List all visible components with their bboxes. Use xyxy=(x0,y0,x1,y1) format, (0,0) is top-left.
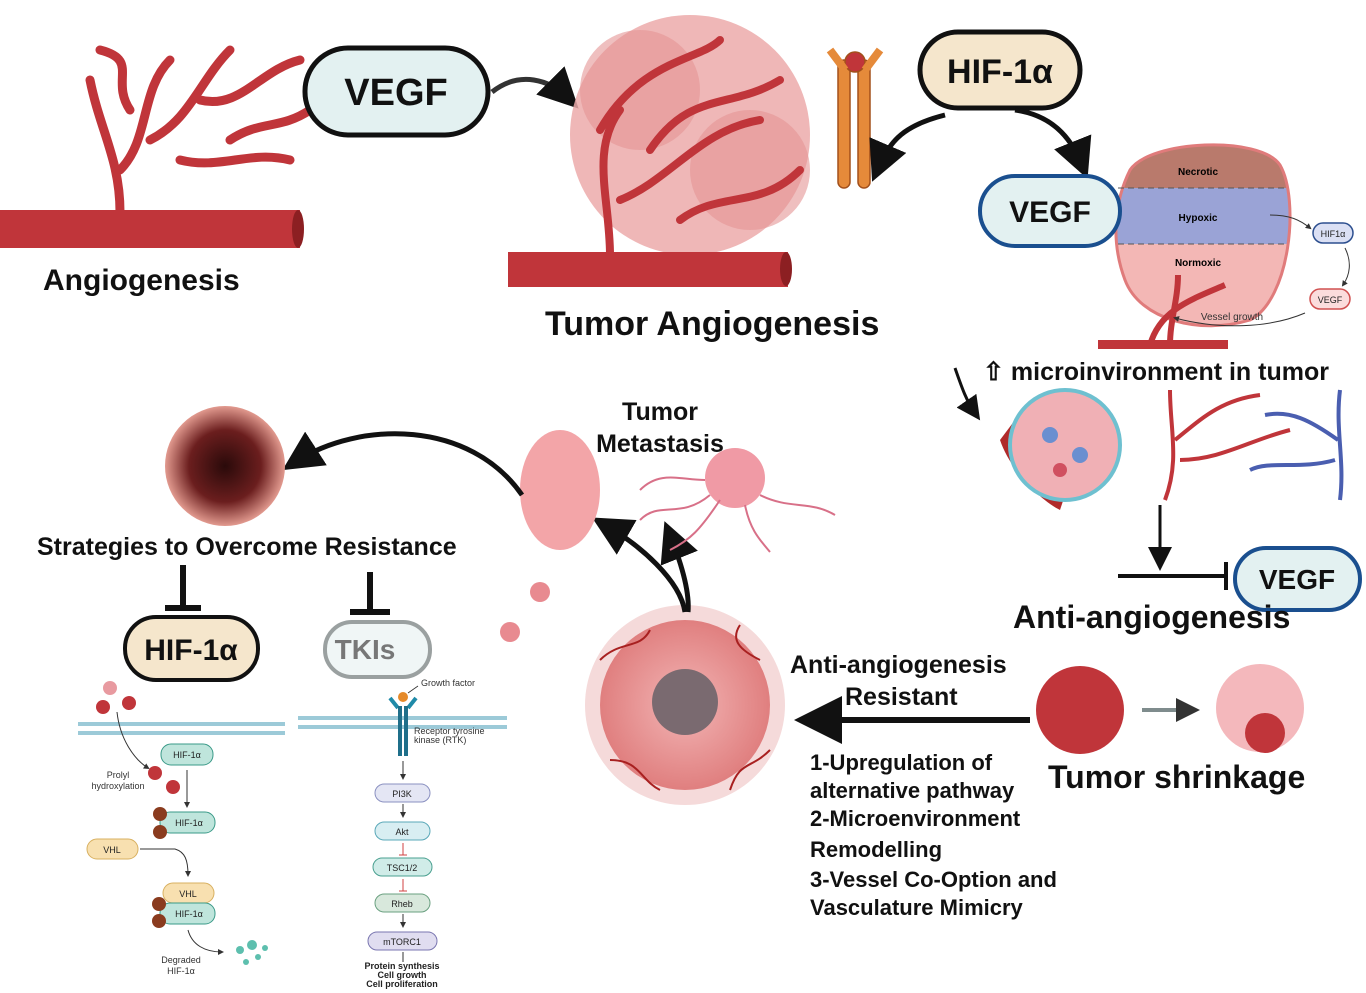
arrow xyxy=(282,431,525,497)
angiogenesis-illustration xyxy=(0,45,315,248)
rtk-pathway: Growth factor Receptor tyrosine kinase (… xyxy=(298,678,507,989)
vhl-bound-box: VHL xyxy=(179,889,197,899)
angiogenesis-label: Angiogenesis xyxy=(43,264,240,297)
hif-label: HIF-1α xyxy=(947,53,1053,91)
vegf-label: VEGF xyxy=(1009,196,1091,229)
hif-vhl-box: HIF-1α xyxy=(175,909,203,919)
mtorc1-box: mTORC1 xyxy=(383,937,421,947)
degraded-label: Degraded xyxy=(161,955,201,965)
strategies-title: Strategies to Overcome Resistance xyxy=(37,533,457,561)
prolyl-label: Prolyl xyxy=(107,770,130,780)
resistant-label-2: Resistant xyxy=(845,683,958,711)
anti-angiogenesis-label: Anti-angiogenesis xyxy=(1013,599,1290,635)
hif1a-small-label: HIF1α xyxy=(1321,229,1346,239)
vessel-growth-label: Vessel growth xyxy=(1201,312,1263,323)
mechanism-line: Vasculature Mimicry xyxy=(810,895,1024,920)
tkis-label: TKIs xyxy=(335,634,396,665)
resistant-tumor-illustration xyxy=(585,605,785,805)
output-label: Cell proliferation xyxy=(366,979,438,989)
mechanism-line: 3-Vessel Co-Option and xyxy=(810,867,1057,892)
growth-factor-label: Growth factor xyxy=(421,678,475,688)
metastasis-illustration xyxy=(500,430,836,642)
mechanism-line: alternative pathway xyxy=(810,778,1015,803)
mechanism-line: 2-Microenvironment xyxy=(810,806,1021,831)
hif-degradation-pathway: Prolyl hydroxylation HIF-1α HIF-1α VHL V… xyxy=(78,681,285,976)
mechanism-line: Remodelling xyxy=(810,837,942,862)
hif-pill-strategy: HIF-1α xyxy=(123,615,260,682)
vhl-box: VHL xyxy=(103,845,121,855)
pi3k-box: PI3K xyxy=(392,789,412,799)
necrotic-tumor-illustration xyxy=(165,406,285,526)
vegf-pill-3: VEGF xyxy=(1233,546,1362,612)
normoxic-label: Normoxic xyxy=(1175,258,1222,269)
necrotic-label: Necrotic xyxy=(1178,167,1218,178)
tumor-microenvironment-illustration xyxy=(1000,388,1344,510)
tumor-angiogenesis-label: Tumor Angiogenesis xyxy=(545,305,879,343)
vegf-pill-2: VEGF xyxy=(978,174,1122,248)
arrow xyxy=(591,517,688,613)
metastasis-label-2: Metastasis xyxy=(596,430,724,458)
hif-box: HIF-1α xyxy=(173,750,201,760)
inhibition-bar xyxy=(1118,562,1228,590)
rtk-label-2: kinase (RTK) xyxy=(414,735,466,745)
vegf-receptor-icon xyxy=(826,47,884,189)
inhibition-bars xyxy=(165,565,390,615)
tkis-pill: TKIs xyxy=(323,620,432,679)
tumor-oxygen-zones: Necrotic Hypoxic Normoxic HIF1α VEGF Ves… xyxy=(1098,143,1354,349)
resistant-label-1: Anti-angiogenesis xyxy=(790,651,1007,679)
output-label: Cell growth xyxy=(378,970,427,980)
arrow xyxy=(1014,107,1092,179)
hif-label: HIF-1α xyxy=(144,634,238,667)
akt-box: Akt xyxy=(395,827,409,837)
tumor-shrinkage-label: Tumor shrinkage xyxy=(1048,759,1305,795)
metastasis-label-1: Tumor xyxy=(622,398,698,426)
degraded-hif-label: HIF-1α xyxy=(167,966,195,976)
rheb-box: Rheb xyxy=(391,899,413,909)
tumor-shrinkage-illustration xyxy=(1036,664,1304,754)
mechanism-list: 1-Upregulation of alternative pathway 2-… xyxy=(810,750,1057,920)
vegf-pill-1: VEGF xyxy=(302,45,491,138)
tsc-box: TSC1/2 xyxy=(387,863,418,873)
arrow xyxy=(660,521,698,613)
hif-pill-top: HIF-1α xyxy=(917,29,1083,111)
mechanism-line: 1-Upregulation of xyxy=(810,750,993,775)
hydroxylation-label: hydroxylation xyxy=(91,781,144,791)
hif-hydroxylated-box: HIF-1α xyxy=(175,818,203,828)
hypoxic-label: Hypoxic xyxy=(1179,213,1218,224)
microenvironment-label: ⇧ microinvironment in tumor xyxy=(983,358,1329,386)
arrow xyxy=(869,112,946,182)
output-label: Protein synthesis xyxy=(364,961,439,971)
vegf-small-label: VEGF xyxy=(1318,295,1343,305)
vegf-label: VEGF xyxy=(1259,564,1335,595)
arrow xyxy=(953,367,981,421)
vegf-label: VEGF xyxy=(344,72,447,114)
rtk-label-1: Receptor tyrosine xyxy=(414,726,485,736)
arrow xyxy=(490,66,579,109)
tumor-angiogenesis-illustration xyxy=(508,15,810,287)
